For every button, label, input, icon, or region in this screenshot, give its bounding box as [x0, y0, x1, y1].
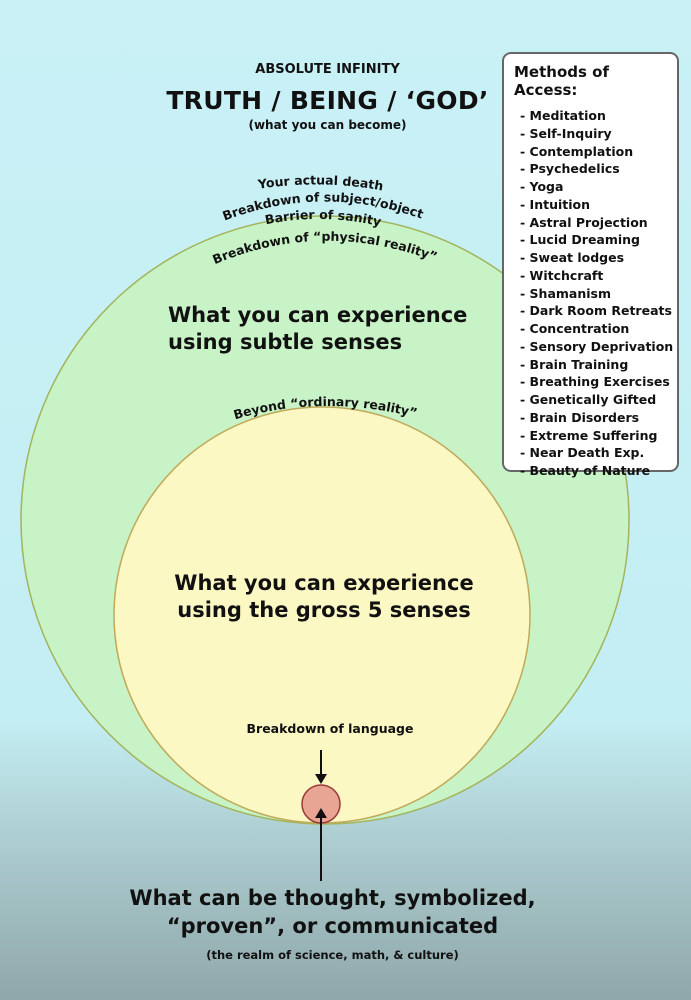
methods-list: - Meditation - Self-Inquiry - Contemplat… [514, 107, 677, 480]
gross-senses-line-1: What you can experience [174, 571, 474, 595]
method-item: - Psychedelics [520, 161, 620, 177]
arrow-down-head [315, 774, 327, 784]
arc-label-death: Your actual death [256, 172, 385, 193]
breakdown-of-language-label: Breakdown of language [246, 721, 414, 736]
method-item: - Contemplation [520, 143, 634, 159]
method-item: - Dark Room Retreats [520, 303, 672, 319]
method-item: - Lucid Dreaming [520, 232, 641, 248]
method-item: - Extreme Suffering [520, 427, 658, 443]
bottom-subtitle: (the realm of science, math, & culture) [206, 948, 459, 962]
method-item: - Brain Disorders [520, 409, 640, 425]
svg-text:Your actual death: Your actual death [256, 172, 385, 193]
subtle-senses-line-1: What you can experience [168, 303, 468, 327]
method-item: - Self-Inquiry [520, 125, 612, 141]
methods-of-access-box: Methods of Access: - Meditation - Self-I… [502, 52, 679, 478]
method-item: - Shamanism [520, 285, 611, 301]
method-item: - Genetically Gifted [520, 392, 657, 407]
arrow-up-head [315, 808, 327, 818]
absolute-infinity-label: ABSOLUTE INFINITY [255, 62, 400, 77]
bottom-title-line-1: What can be thought, symbolized, [129, 886, 536, 910]
subtle-senses-line-2: using subtle senses [168, 330, 403, 354]
bottom-caption: What can be thought, symbolized, “proven… [0, 884, 665, 962]
page-subtitle: (what you can become) [248, 118, 407, 132]
page-title: TRUTH / BEING / ‘GOD’ [166, 86, 489, 115]
method-item: - Meditation [520, 108, 606, 123]
method-item: - Sweat lodges [520, 250, 625, 265]
method-item: - Beauty of Nature [520, 463, 651, 478]
method-item: - Brain Training [520, 356, 629, 372]
methods-title: Methods of Access: [514, 63, 609, 99]
bottom-title-line-2: “proven”, or communicated [166, 914, 499, 938]
method-item: - Sensory Deprivation [520, 338, 674, 354]
method-item: - Intuition [520, 196, 590, 212]
method-item: - Breathing Exercises [520, 374, 670, 390]
method-item: - Yoga [520, 179, 564, 194]
method-item: - Near Death Exp. [520, 445, 645, 461]
subtle-senses-label: What you can experience using subtle sen… [168, 302, 488, 356]
method-item: - Witchcraft [520, 267, 604, 283]
method-item: - Concentration [520, 321, 630, 336]
method-item: - Astral Projection [520, 214, 648, 230]
gross-senses-label: What you can experience using the gross … [124, 570, 524, 624]
gross-senses-line-2: using the gross 5 senses [177, 598, 471, 622]
